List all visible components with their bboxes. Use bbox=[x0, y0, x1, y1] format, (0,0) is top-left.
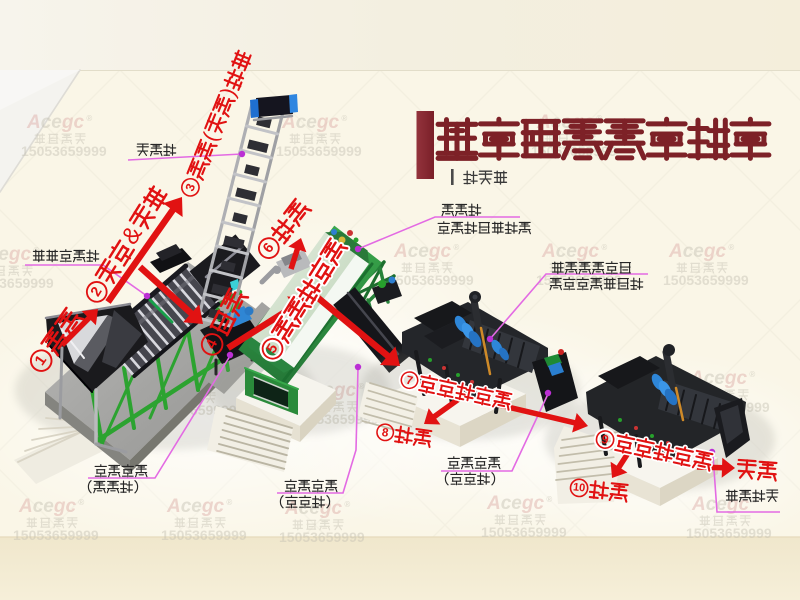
svg-text:Acegc ®: Acegc ® bbox=[393, 241, 459, 262]
svg-text:Acegc ®: Acegc ® bbox=[166, 496, 232, 517]
svg-text:Acegc ®: Acegc ® bbox=[486, 493, 552, 514]
svg-text:Acegc ®: Acegc ® bbox=[18, 496, 84, 517]
svg-text:Acegc ®: Acegc ® bbox=[26, 112, 92, 133]
svg-text:9: 9 bbox=[600, 432, 610, 447]
svg-text:15053659999: 15053659999 bbox=[536, 272, 622, 288]
svg-text:10: 10 bbox=[572, 481, 585, 494]
svg-text:15053659999: 15053659999 bbox=[161, 527, 247, 543]
svg-text:3: 3 bbox=[183, 181, 199, 193]
svg-text:15053659999: 15053659999 bbox=[0, 275, 54, 291]
svg-text:15053659999: 15053659999 bbox=[279, 529, 365, 545]
svg-text:15053659999: 15053659999 bbox=[13, 527, 99, 543]
svg-text:7: 7 bbox=[405, 373, 415, 388]
svg-text:Acegc ®: Acegc ® bbox=[0, 244, 39, 265]
svg-text:15053659999: 15053659999 bbox=[21, 143, 107, 159]
svg-text:Acegc ®: Acegc ® bbox=[541, 241, 607, 262]
svg-text:15053659999: 15053659999 bbox=[663, 272, 749, 288]
svg-text:15053659999: 15053659999 bbox=[481, 524, 567, 540]
svg-text:15053659999: 15053659999 bbox=[276, 143, 362, 159]
svg-text:8: 8 bbox=[381, 425, 390, 440]
svg-text:Acegc ®: Acegc ® bbox=[668, 241, 734, 262]
svg-text:15053659999: 15053659999 bbox=[686, 525, 772, 541]
svg-text:15053659999: 15053659999 bbox=[388, 272, 474, 288]
